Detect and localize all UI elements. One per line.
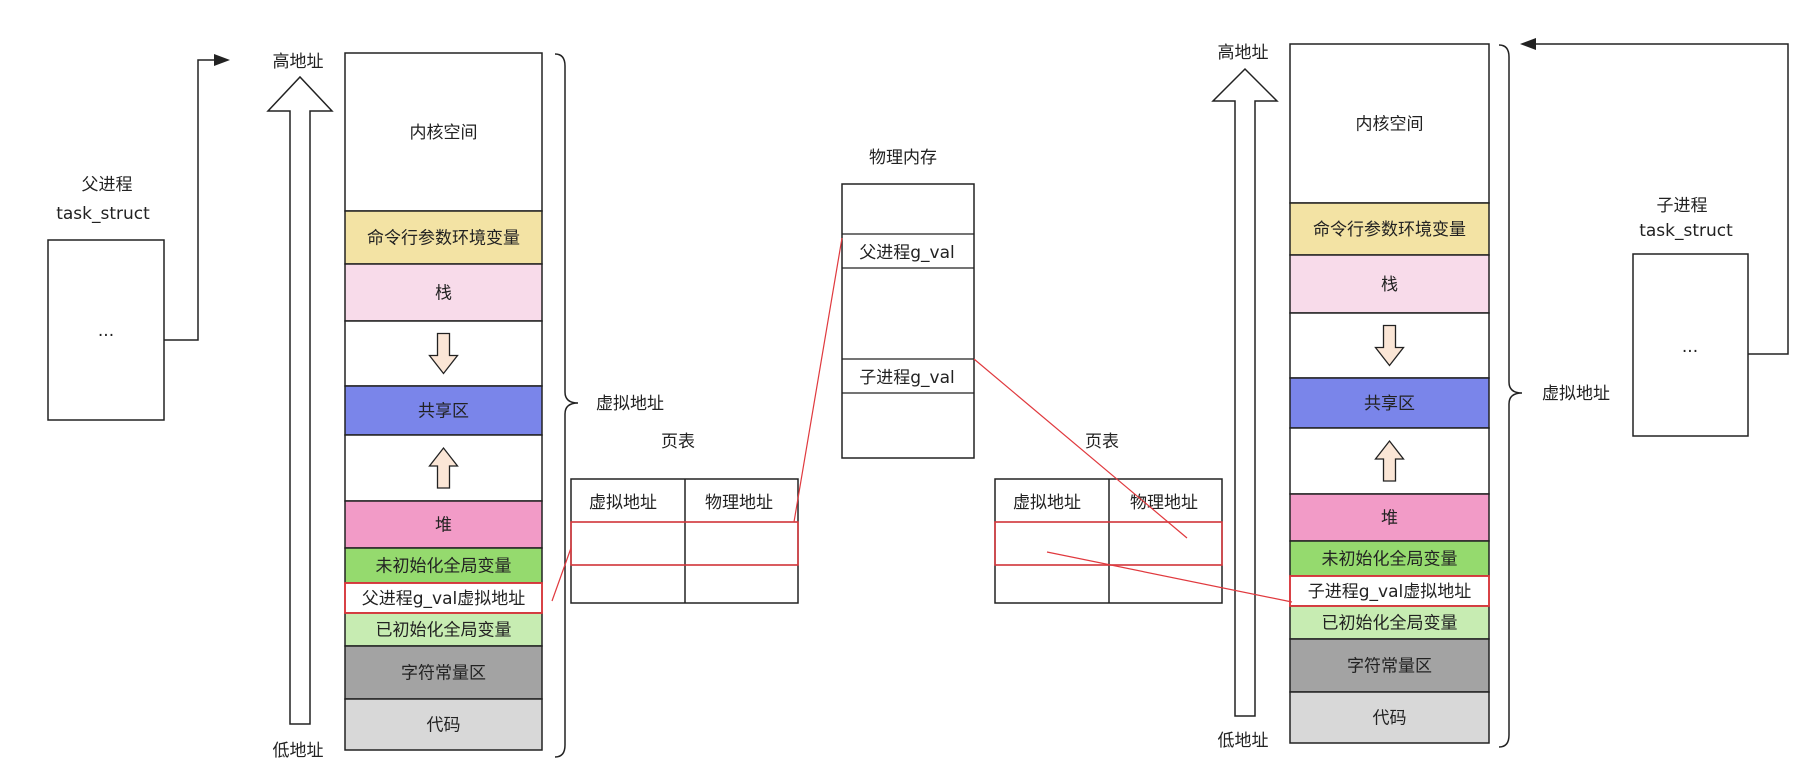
physical-memory-child-gval: 子进程g_val (859, 368, 955, 388)
parent-segment-data-label: 已初始化全局变量 (376, 621, 512, 641)
child-segment-stack-label: 栈 (1381, 275, 1398, 295)
child-segment-kernel (1289, 43, 1490, 204)
child-segment-heap (1289, 493, 1490, 542)
parent-segment-kernel-label: 内核空间 (410, 123, 478, 143)
parent-stack-grows-down-arrow-icon (428, 332, 459, 375)
physical-memory-parent-gval: 父进程g_val (859, 243, 955, 263)
parent-page-table-col-virtual: 虚拟地址 (589, 493, 657, 513)
parent-segment-env-label: 命令行参数环境变量 (367, 229, 520, 249)
parent-high-address-label: 高地址 (273, 52, 324, 72)
child-segment-shared-label: 共享区 (1364, 394, 1415, 414)
parent-gval-to-page-table-line (551, 547, 572, 602)
parent-virtual-address-label: 虚拟地址 (596, 394, 664, 414)
parent-low-address-label: 低地址 (273, 741, 324, 761)
parent-address-direction-arrow (266, 75, 334, 725)
parent-heap-grows-up-arrow-icon (428, 446, 459, 489)
parent-segment-kernel (344, 52, 543, 212)
child-segment-rodata-label: 字符常量区 (1347, 657, 1432, 677)
child-segment-stack (1289, 254, 1490, 314)
child-segment-bss-label: 未初始化全局变量 (1322, 550, 1458, 570)
child-connector-arrowhead (1520, 38, 1536, 50)
child-page-table-col-physical: 物理地址 (1130, 493, 1198, 513)
child-segment-rodata (1289, 638, 1490, 693)
parent-page-table-mapping-row (570, 521, 799, 566)
parent-segment-stack (344, 263, 543, 322)
parent-task-struct-label: task_struct (56, 204, 150, 224)
child-task-struct-ellipsis: ... (1682, 337, 1698, 357)
child-segment-env-label: 命令行参数环境变量 (1313, 220, 1466, 240)
child-task-struct-box (1632, 253, 1749, 437)
child-stack-grows-down-arrow-icon (1374, 324, 1405, 367)
parent-segment-data (344, 612, 543, 647)
physical-memory-block (841, 183, 975, 459)
parent-segment-heap (344, 500, 543, 549)
child-address-space: 内核空间命令行参数环境变量栈共享区堆未初始化全局变量子进程g_val虚拟地址已初… (1289, 43, 1490, 744)
child-segment-heap-label: 堆 (1381, 509, 1398, 529)
child-address-direction-arrow (1211, 67, 1279, 717)
parent-gval-highlight (344, 582, 543, 614)
parent-task-struct-connector (164, 59, 218, 341)
child-virtual-address-brace (1498, 44, 1523, 748)
parent-segment-code-label: 代码 (427, 716, 461, 736)
child-segment-code-label: 代码 (1373, 709, 1407, 729)
parent-segment-shared (344, 385, 543, 436)
child-task-struct-label: task_struct (1639, 221, 1733, 241)
child-segment-gval-label: 子进程g_val虚拟地址 (1308, 582, 1472, 602)
child-task-struct-connector (1534, 43, 1789, 355)
child-segment-shared (1289, 377, 1490, 429)
parent-address-space: 内核空间命令行参数环境变量栈共享区堆未初始化全局变量父进程g_val虚拟地址已初… (344, 52, 543, 751)
child-segment-data (1289, 605, 1490, 640)
parent-segment-bss-label: 未初始化全局变量 (376, 557, 512, 577)
parent-segment-stack-label: 栈 (435, 284, 452, 304)
child-page-table (994, 478, 1223, 604)
parent-page-table-title: 页表 (661, 432, 695, 452)
child-segment-kernel-label: 内核空间 (1356, 115, 1424, 135)
child-virtual-address-label: 虚拟地址 (1542, 384, 1610, 404)
child-high-address-label: 高地址 (1218, 43, 1269, 63)
parent-connector-arrowhead (214, 54, 230, 66)
child-segment-bss (1289, 540, 1490, 577)
child-page-table-to-physical-line (973, 358, 1188, 539)
parent-virtual-address-brace (554, 53, 579, 758)
parent-page-table-to-physical-line (793, 237, 843, 523)
physical-memory-title: 物理内存 (869, 148, 937, 168)
parent-page-table (570, 478, 799, 604)
child-heap-grows-up-arrow-icon (1374, 439, 1405, 482)
child-gval-to-page-table-line (1046, 551, 1293, 603)
parent-segment-bss (344, 547, 543, 584)
child-gval-highlight (1289, 575, 1490, 607)
child-low-address-label: 低地址 (1218, 731, 1269, 751)
child-segment-code (1289, 691, 1490, 744)
child-page-table-col-virtual: 虚拟地址 (1013, 493, 1081, 513)
parent-segment-code (344, 698, 543, 751)
child-segment-gval (1289, 575, 1490, 607)
child-page-table-title: 页表 (1085, 432, 1119, 452)
child-process-label: 子进程 (1657, 196, 1708, 216)
parent-segment-heap-label: 堆 (435, 516, 452, 536)
parent-task-struct-box (47, 239, 165, 421)
parent-process-label: 父进程 (82, 175, 133, 195)
parent-segment-rodata (344, 645, 543, 700)
parent-segment-env (344, 210, 543, 265)
mapping-lines (551, 237, 1293, 603)
parent-page-table-col-physical: 物理地址 (705, 493, 773, 513)
parent-segment-shared-label: 共享区 (418, 402, 469, 422)
parent-task-struct-ellipsis: ... (98, 321, 114, 341)
parent-segment-gval-label: 父进程g_val虚拟地址 (362, 589, 526, 609)
parent-segment-rodata-label: 字符常量区 (401, 664, 486, 684)
child-segment-data-label: 已初始化全局变量 (1322, 614, 1458, 634)
child-segment-env (1289, 202, 1490, 256)
